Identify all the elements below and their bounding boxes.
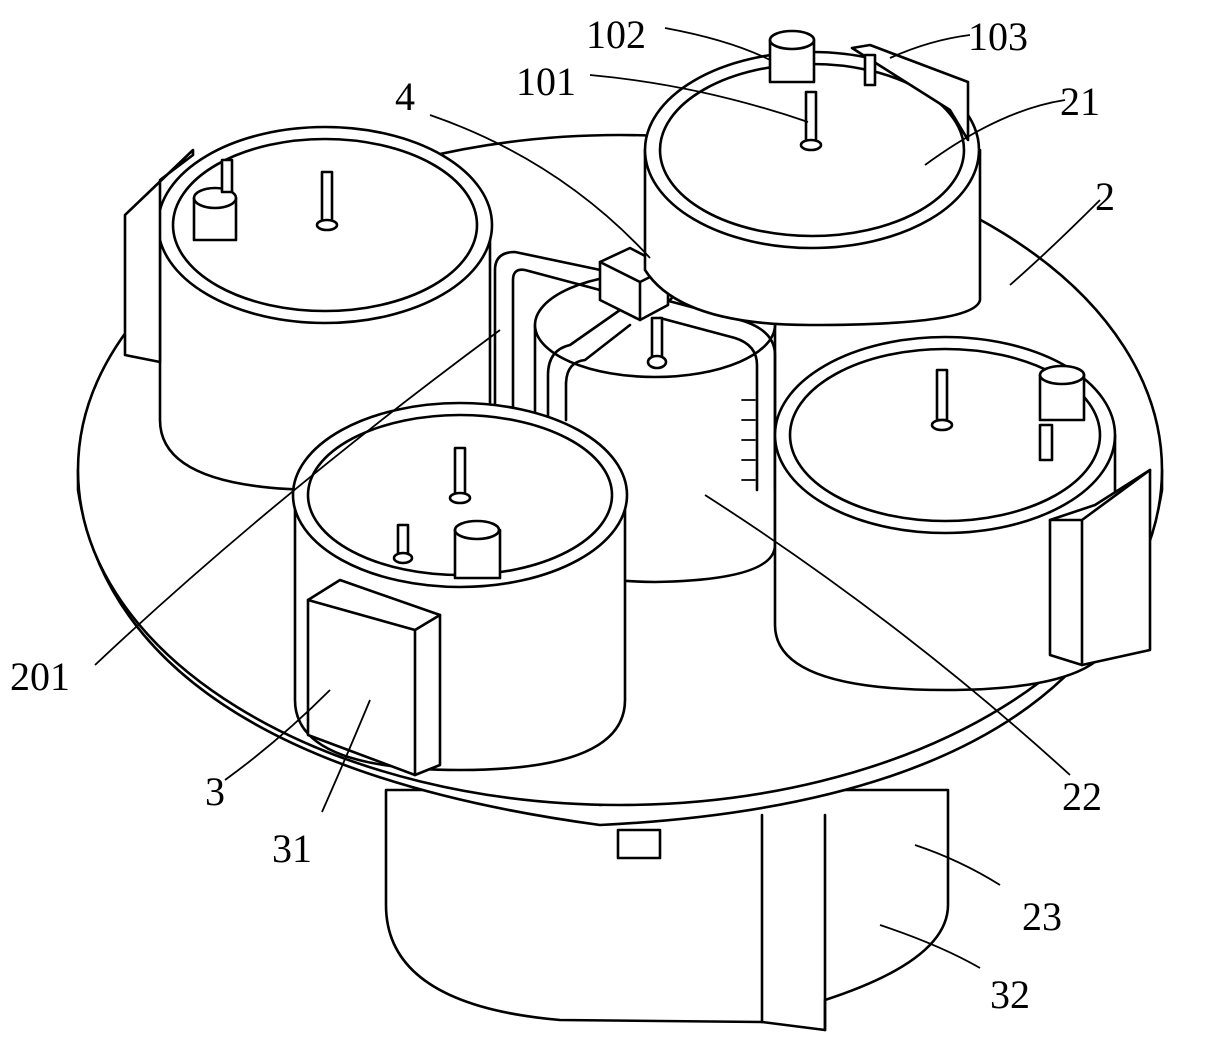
reactor-back-right (643, 29, 982, 327)
label-31: 31 (272, 826, 312, 871)
label-102: 102 (586, 12, 646, 57)
label-22: 22 (1062, 774, 1102, 819)
label-2: 2 (1095, 174, 1115, 219)
reactor-back-left (123, 125, 494, 492)
reference-labels: 102 103 101 4 21 2 201 3 31 22 23 32 (10, 12, 1115, 1017)
label-4: 4 (395, 74, 415, 119)
leader-lines (94, 27, 1101, 969)
label-101: 101 (516, 59, 576, 104)
reactor-front-left (291, 401, 629, 777)
bottom-housing (384, 788, 950, 1032)
label-3: 3 (205, 769, 225, 814)
label-32: 32 (990, 972, 1030, 1017)
label-103: 103 (968, 14, 1028, 59)
label-23: 23 (1022, 894, 1062, 939)
label-201: 201 (10, 654, 70, 699)
reactor-front-right (773, 335, 1152, 692)
label-21: 21 (1060, 79, 1100, 124)
